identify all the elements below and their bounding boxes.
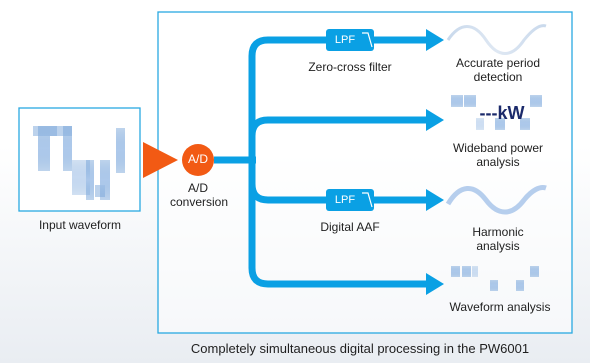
lpf-block-top xyxy=(326,29,374,51)
processing-frame xyxy=(157,11,573,334)
lpf-block-bottom xyxy=(326,189,374,211)
adc-badge-label: A/D xyxy=(187,152,208,166)
lpf-top-caption: Zero-cross filter xyxy=(308,60,392,74)
output-1-line2: detection xyxy=(473,70,523,84)
signal-flow-lines xyxy=(214,36,428,288)
output-2-line2: analysis xyxy=(476,155,520,169)
adc-badge xyxy=(182,144,214,176)
adc-label-line2: conversion xyxy=(169,195,229,209)
lpf-bottom-label: LPF xyxy=(334,194,356,206)
output-4-line1: Waveform analysis xyxy=(449,300,551,314)
arrow-head-2 xyxy=(426,109,444,131)
arrow-head-1 xyxy=(426,29,444,51)
arrow-head-4 xyxy=(426,273,444,295)
arrow-heads xyxy=(426,29,444,295)
lpf-top-label: LPF xyxy=(334,34,356,46)
sine-wave-graphic-1 xyxy=(446,24,547,55)
footer-caption: Completely simultaneous digital processi… xyxy=(190,341,530,356)
output-3-line1: Harmonic xyxy=(472,225,524,239)
waveform-graphic-2 xyxy=(451,95,542,130)
arrow-head-3 xyxy=(426,189,444,211)
output-1-line1: Accurate period xyxy=(455,56,541,70)
input-arrow xyxy=(143,142,178,178)
adc-label-line1: A/D xyxy=(187,181,208,195)
output-3-line2: analysis xyxy=(476,239,520,253)
input-waveform-graphic xyxy=(33,126,125,200)
power-display: ---kW xyxy=(479,103,525,123)
output-2-line1: Wideband power xyxy=(452,141,544,155)
waveform-graphic-4 xyxy=(451,266,539,291)
lpf-bottom-caption: Digital AAF xyxy=(320,220,380,234)
input-waveform-label: Input waveform xyxy=(38,218,122,232)
sine-wave-graphic-3 xyxy=(445,185,547,215)
